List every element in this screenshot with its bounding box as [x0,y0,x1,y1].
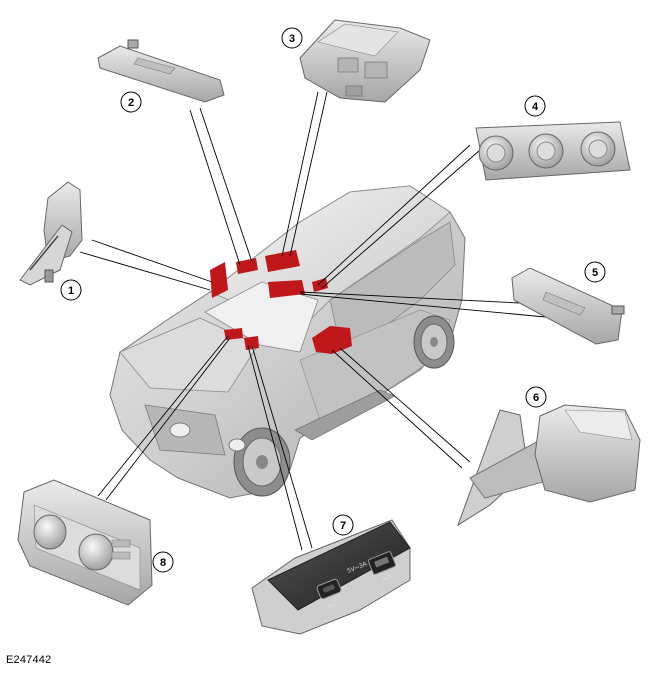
callout-3: 3 [281,27,303,49]
callout-5-number: 5 [592,267,598,279]
callout-7-number: 7 [340,520,346,532]
part-passenger-door-mirror [19,181,83,286]
callout-1-number: 1 [68,285,74,297]
callout-6: 6 [525,386,547,408]
usb-a-port [367,551,397,575]
usb-c-port [316,578,342,600]
callout-2-number: 2 [128,97,134,109]
part-rear-climate-panel [475,121,631,181]
callout-1: 1 [60,279,82,301]
front-wheel [233,427,291,497]
highlight-driver-mirror [312,326,352,354]
part-usb-panel: ⇋C 5V⎓3A ⇋A [251,519,411,635]
callout-8: 8 [152,551,174,573]
usb-a-label: ⇋A [381,572,394,583]
part-passenger-sun-visor [511,267,625,345]
highlight-rear-climate [312,278,328,292]
highlight-driver-visor [236,258,258,274]
callout-2: 2 [120,91,142,113]
part-overhead-console [299,19,431,103]
highlight-overhead-console [265,250,300,272]
highlight-usb-panel [244,336,259,350]
callout-4: 4 [524,95,546,117]
figure-id: E247442 [6,654,52,666]
callout-6-number: 6 [533,392,539,404]
highlight-front-climate [224,328,243,340]
leader-lines [79,91,561,551]
callout-8-number: 8 [160,557,166,569]
highlight-passenger-visor [268,280,305,298]
callout-5: 5 [584,261,606,283]
highlight-passenger-mirror [210,262,228,298]
rear-wheel [413,315,455,369]
callout-4-number: 4 [532,101,539,113]
part-front-climate-panel [17,479,153,606]
vehicle-body [109,185,466,499]
part-driver-sun-visor [97,39,225,103]
usb-c-label: ⇋C [326,599,339,610]
part-driver-door-mirror [457,404,641,527]
callout-3-number: 3 [289,33,295,45]
callout-7: 7 [332,514,354,536]
